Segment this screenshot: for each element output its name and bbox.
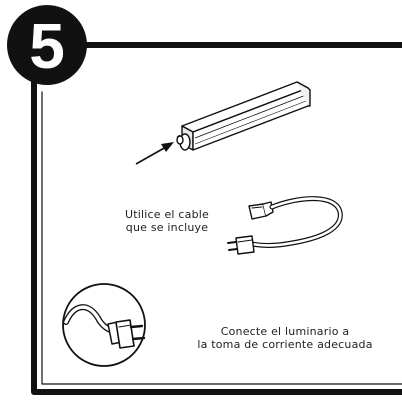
step-number-badge: 5 <box>7 5 87 85</box>
step-number: 5 <box>29 10 65 82</box>
cable-caption-line-2: que se incluye <box>125 221 209 234</box>
plug-closeup-icon <box>62 283 146 367</box>
cable-caption: Utilice el cable que se incluye <box>112 208 222 234</box>
power-cord-icon <box>227 196 343 255</box>
panel-frame <box>31 42 402 395</box>
light-fixture-icon <box>176 81 311 151</box>
connect-caption-line-2: la toma de corriente adecuada <box>197 338 373 351</box>
connect-caption: Conecte el luminario a la toma de corrie… <box>180 325 390 351</box>
cable-caption-line-1: Utilice el cable <box>125 208 209 221</box>
connect-caption-line-1: Conecte el luminario a <box>220 325 350 338</box>
arrow-icon <box>135 142 174 165</box>
